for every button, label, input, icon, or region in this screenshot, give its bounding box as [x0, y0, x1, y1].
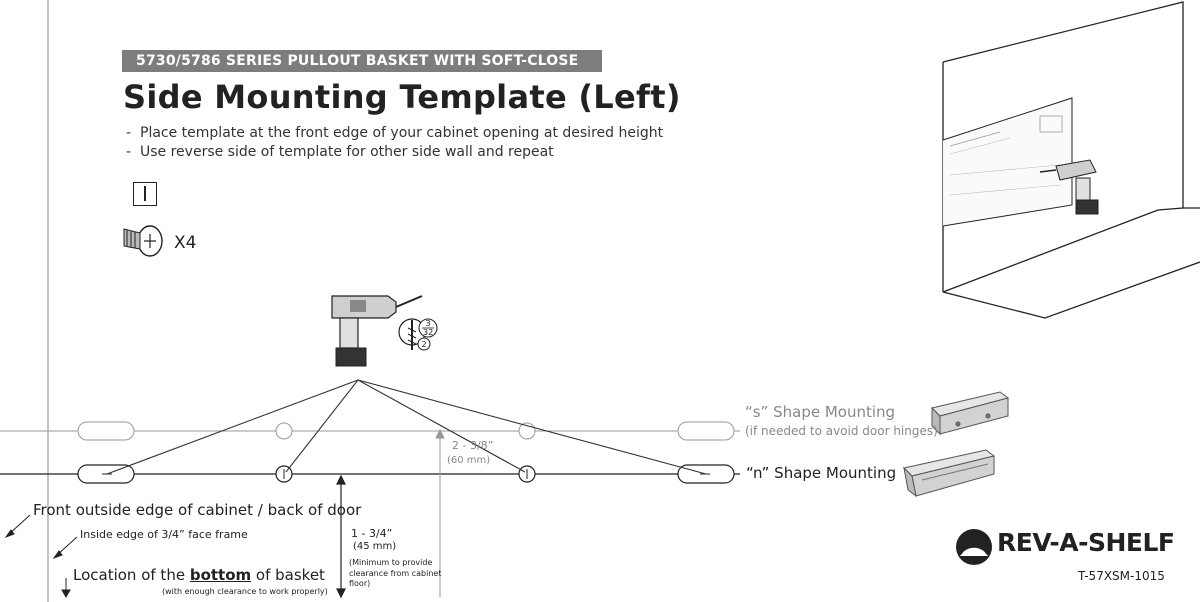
n-shape-label: “n” Shape Mounting	[746, 464, 897, 482]
inside-edge-label: Inside edge of 3/4” face frame	[80, 528, 248, 541]
instruction-1: -Place template at the front edge of you…	[126, 125, 664, 141]
s-hole-1	[275, 422, 293, 440]
clearance-imperial: 1 - 3/4”	[351, 527, 393, 540]
svg-text:2: 2	[422, 340, 427, 349]
cabinet-illustration	[942, 1, 1200, 319]
s-shape-note: (if needed to avoid door hinges)	[745, 424, 938, 438]
bottom-prefix: Location of the	[73, 566, 190, 584]
guide-arrows	[4, 514, 78, 599]
s-shape-bracket	[931, 391, 1010, 436]
svg-text:32: 32	[423, 328, 433, 337]
brand-logo-icon	[956, 529, 992, 565]
dimension-60mm	[435, 428, 445, 597]
s-slot-front	[77, 421, 135, 441]
brand-logo-text: REV-A-SHELF	[997, 528, 1175, 557]
instruction-2-text: Use reverse side of template for other s…	[140, 144, 554, 160]
svg-text:3: 3	[426, 319, 431, 328]
clearance-metric: (45 mm)	[353, 541, 397, 552]
drill-bit-icon: 3 32 2	[398, 318, 438, 351]
instruction-2: -Use reverse side of template for other …	[126, 144, 554, 160]
s-slot-rear	[677, 421, 735, 441]
clearance-note: (Minimum to provide clearance from cabin…	[349, 558, 442, 588]
drill-icon	[331, 295, 423, 367]
bottom-note: (with enough clearance to work properly)	[162, 587, 328, 596]
screw-icon	[123, 225, 163, 257]
bracket-part-icon	[133, 182, 157, 206]
screw-quantity: X4	[174, 233, 197, 253]
s-shape-label: “s” Shape Mounting	[745, 403, 896, 421]
bottom-suffix: of basket	[251, 566, 325, 584]
drill-guide-lines	[106, 379, 707, 475]
n-shape-bracket	[903, 449, 996, 498]
spacing-imperial: 2 - 3/8”	[452, 439, 494, 452]
dimension-45mm	[336, 474, 346, 599]
front-edge-label: Front outside edge of cabinet / back of …	[33, 501, 362, 519]
series-header: 5730/5786 SERIES PULLOUT BASKET WITH SOF…	[122, 50, 602, 72]
bottom-word: bottom	[189, 566, 252, 584]
page-title: Side Mounting Template (Left)	[123, 78, 681, 116]
bottom-location-label: Location of the bottom of basket	[73, 566, 325, 584]
instruction-1-text: Place template at the front edge of your…	[140, 125, 664, 141]
spacing-metric: (60 mm)	[447, 455, 491, 466]
model-number: T-57XSM-1015	[1078, 569, 1165, 583]
